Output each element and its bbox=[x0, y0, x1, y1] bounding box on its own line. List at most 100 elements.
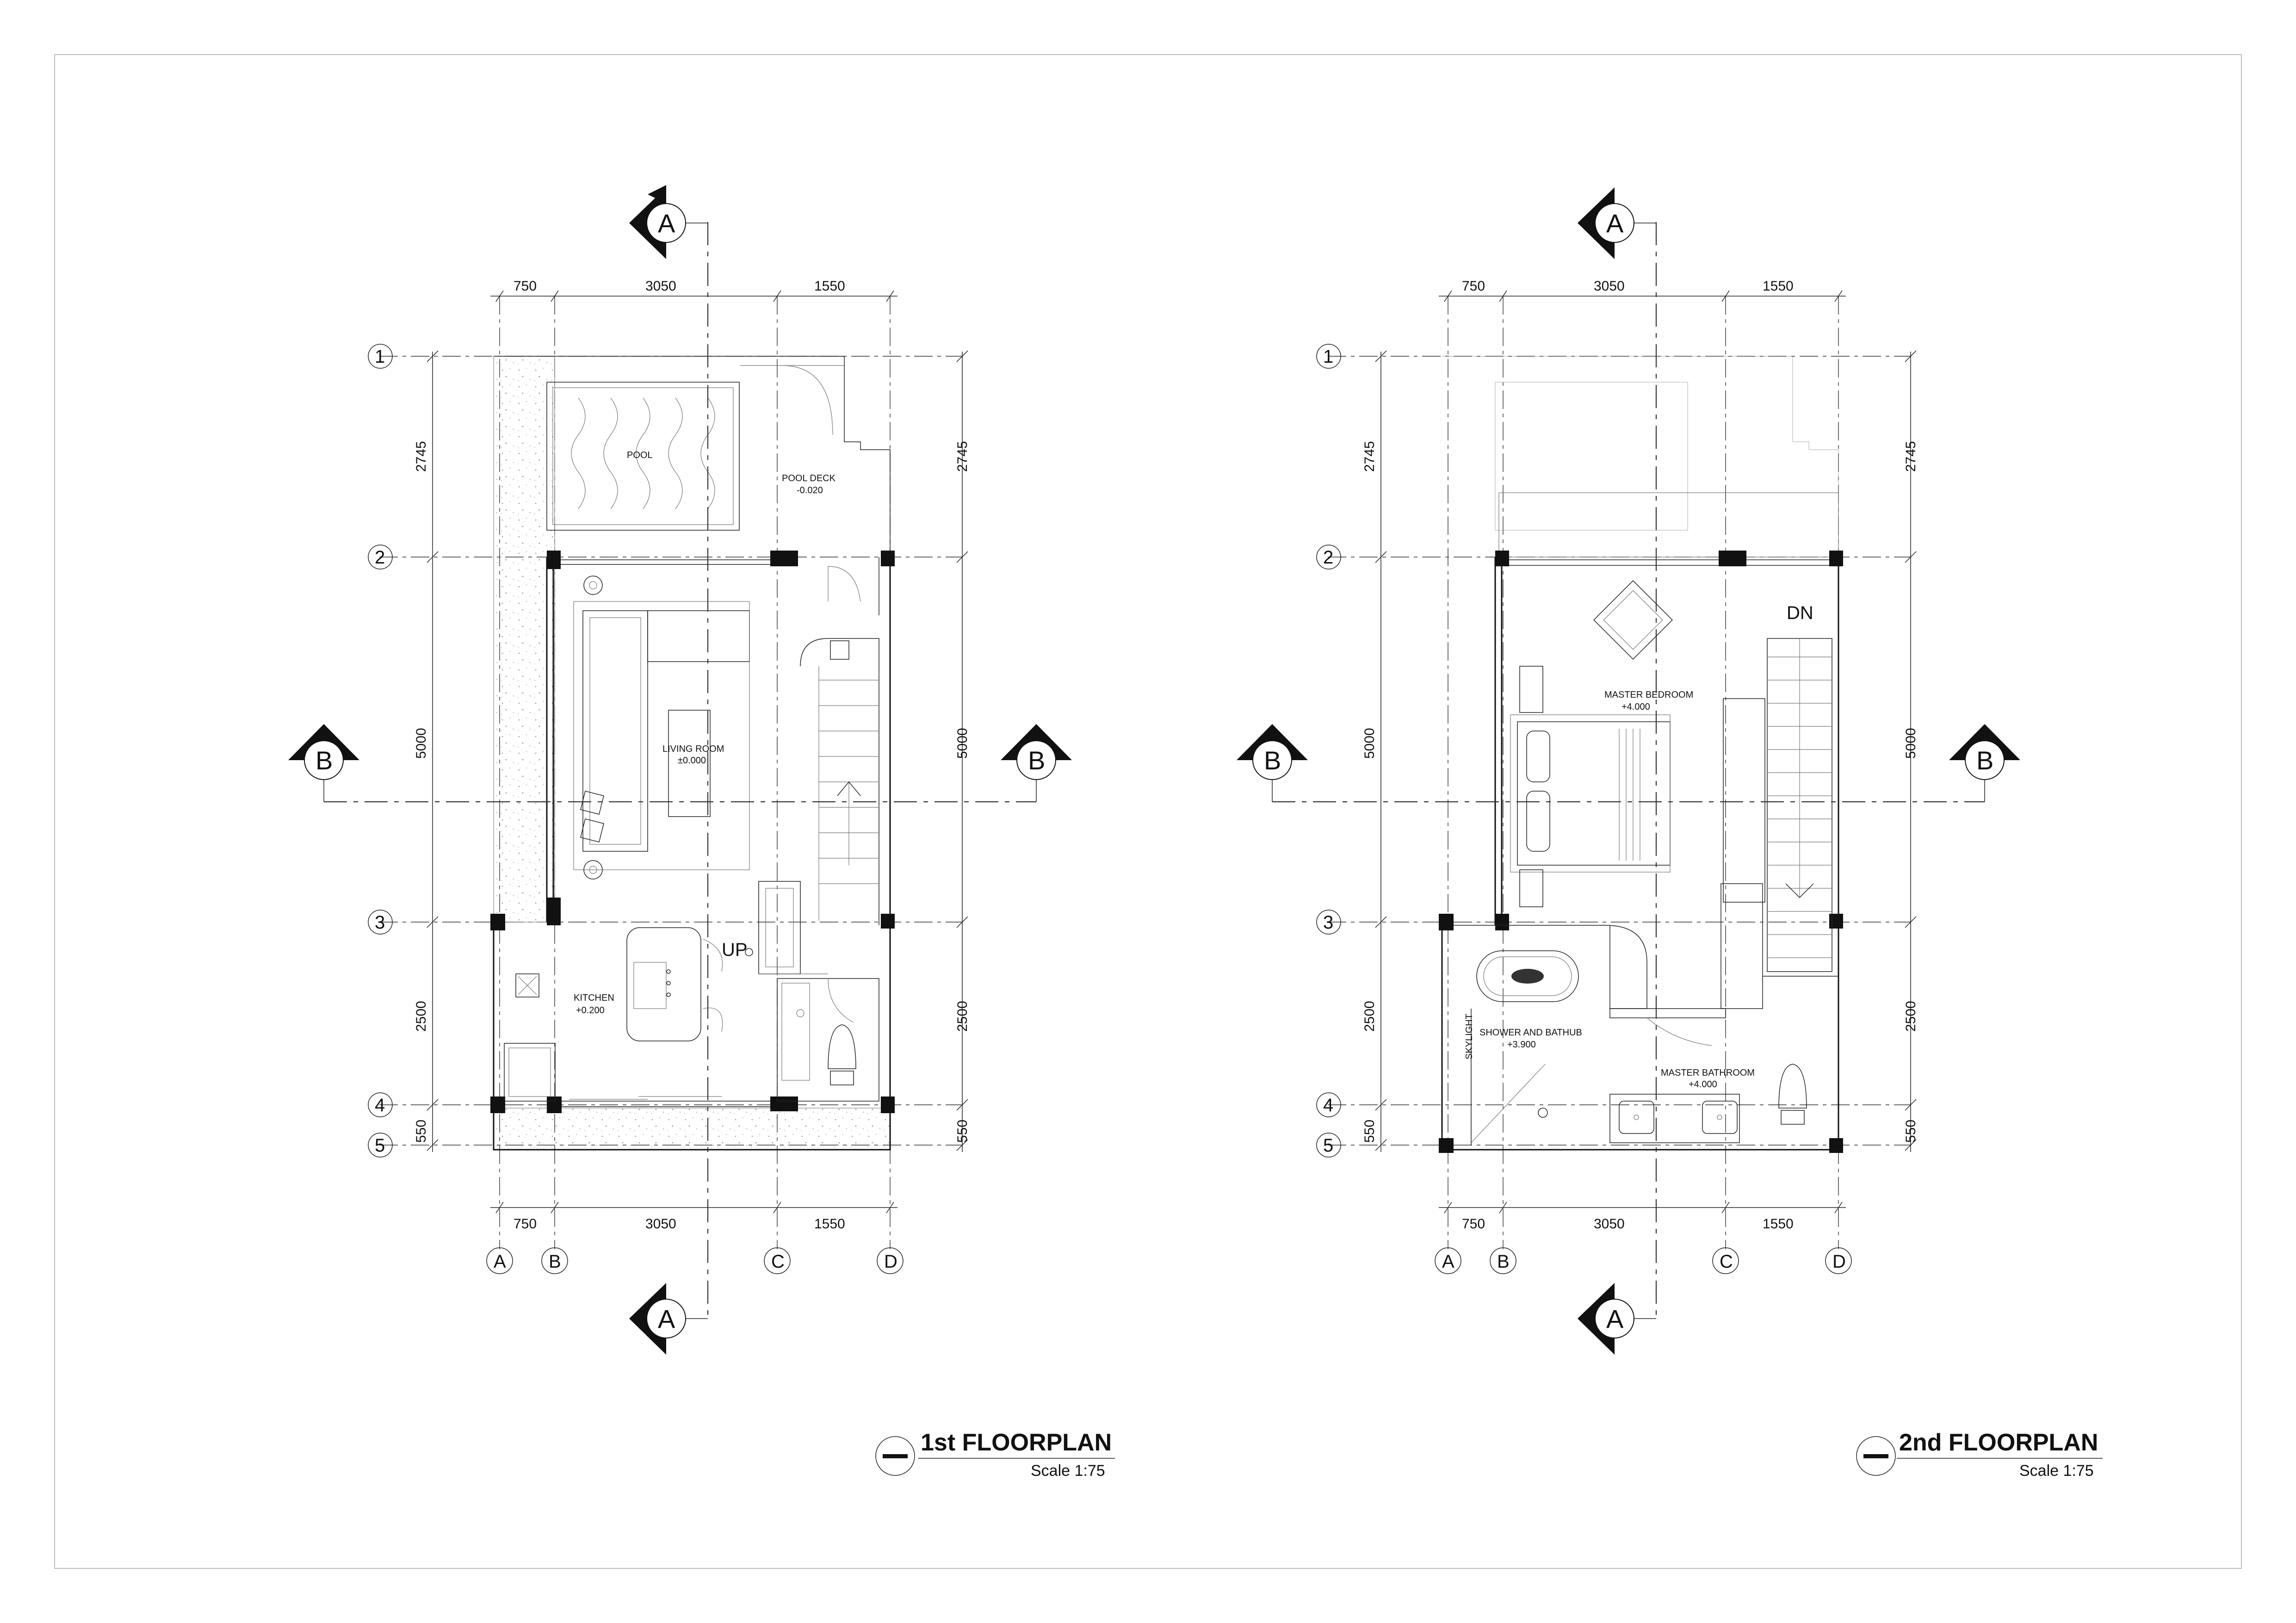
rug bbox=[573, 601, 750, 870]
dimension-chain-right: 2745 5000 2500 550 bbox=[1903, 350, 1918, 1152]
svg-text:2500: 2500 bbox=[414, 1001, 429, 1032]
columns bbox=[1439, 551, 1843, 1153]
room-name-bedroom: MASTER BEDROOM bbox=[1604, 690, 1693, 700]
svg-text:C: C bbox=[1720, 1251, 1733, 1272]
svg-text:5: 5 bbox=[375, 1135, 385, 1156]
svg-text:2: 2 bbox=[1323, 547, 1333, 568]
svg-text:3050: 3050 bbox=[645, 1216, 676, 1232]
svg-text:3050: 3050 bbox=[1594, 279, 1625, 294]
front-terrace-hatch bbox=[493, 1108, 891, 1150]
svg-text:550: 550 bbox=[955, 1120, 970, 1143]
svg-text:B: B bbox=[316, 746, 333, 775]
room-level-pool-deck: -0.020 bbox=[797, 485, 823, 496]
section-marker-a-bottom: A bbox=[1578, 1283, 1656, 1355]
dimension-chain-right: 2745 5000 2500 550 bbox=[955, 350, 970, 1152]
svg-text:A: A bbox=[1606, 209, 1624, 238]
dimension-chain-bottom: 750 3050 1550 bbox=[1439, 1202, 1846, 1232]
grid-lines bbox=[379, 296, 962, 1249]
stair-up-label: UP bbox=[722, 940, 748, 960]
dimension-chain-top: 750 3050 1550 bbox=[1439, 279, 1846, 302]
svg-text:4: 4 bbox=[375, 1095, 385, 1115]
svg-text:550: 550 bbox=[1903, 1120, 1918, 1143]
svg-text:1550: 1550 bbox=[1763, 279, 1794, 294]
svg-text:2500: 2500 bbox=[1362, 1001, 1377, 1032]
row-grid-bubbles: 1 2 3 4 5 bbox=[368, 344, 393, 1158]
dimension-chain-left: 2745 5000 2500 550 bbox=[414, 350, 439, 1152]
column-grid-bubbles: A B C D bbox=[1435, 1247, 1852, 1274]
first-floor-title: 1st FLOORPLAN bbox=[921, 1429, 1112, 1456]
svg-text:3: 3 bbox=[375, 912, 385, 933]
dimension-chain-bottom: 750 3050 1550 bbox=[490, 1202, 897, 1232]
room-level-living: ±0.000 bbox=[678, 756, 706, 766]
svg-text:750: 750 bbox=[1462, 279, 1485, 294]
svg-text:3: 3 bbox=[1323, 912, 1333, 933]
svg-text:750: 750 bbox=[514, 279, 537, 294]
svg-text:D: D bbox=[884, 1251, 897, 1272]
svg-text:B: B bbox=[1028, 746, 1045, 775]
section-marker-a-bottom: A bbox=[629, 1283, 708, 1355]
pool-water bbox=[552, 387, 734, 525]
room-level-bedroom: +4.000 bbox=[1621, 702, 1650, 712]
svg-text:A: A bbox=[658, 209, 675, 238]
bed bbox=[1517, 721, 1671, 866]
svg-text:B: B bbox=[1264, 746, 1281, 775]
room-level-bathroom: +4.000 bbox=[1689, 1079, 1717, 1090]
room-name-kitchen: KITCHEN bbox=[574, 993, 614, 1003]
svg-text:C: C bbox=[771, 1251, 785, 1272]
svg-text:D: D bbox=[1832, 1251, 1846, 1272]
svg-text:2745: 2745 bbox=[414, 441, 429, 472]
svg-text:4: 4 bbox=[1323, 1095, 1333, 1115]
svg-text:3050: 3050 bbox=[1594, 1216, 1625, 1232]
pool-outline bbox=[546, 382, 740, 531]
svg-text:A: A bbox=[1442, 1251, 1454, 1272]
svg-text:B: B bbox=[1497, 1251, 1510, 1272]
columns bbox=[490, 551, 895, 1113]
stair-down-label: DN bbox=[1787, 603, 1813, 623]
armchair bbox=[1593, 580, 1673, 660]
svg-text:A: A bbox=[1606, 1304, 1624, 1333]
section-marker-a-top: A bbox=[629, 185, 708, 259]
sofa-chaise bbox=[647, 610, 750, 662]
skylight-label: SKYLIGHT bbox=[1464, 1014, 1474, 1059]
svg-text:2745: 2745 bbox=[955, 441, 970, 472]
svg-text:1550: 1550 bbox=[814, 279, 845, 294]
dimension-chain-top: 750 3050 1550 bbox=[490, 279, 897, 302]
section-marker-b-right: B bbox=[1949, 724, 2020, 802]
svg-text:B: B bbox=[1976, 746, 1993, 775]
svg-text:5000: 5000 bbox=[414, 728, 429, 759]
svg-text:2745: 2745 bbox=[1362, 441, 1377, 472]
svg-text:1: 1 bbox=[1323, 347, 1333, 367]
svg-text:2500: 2500 bbox=[1903, 1001, 1918, 1032]
svg-text:1550: 1550 bbox=[814, 1216, 845, 1232]
svg-text:3050: 3050 bbox=[645, 279, 676, 294]
sofa bbox=[582, 610, 648, 852]
second-floor-scale: Scale 1:75 bbox=[2019, 1462, 2094, 1480]
svg-text:5000: 5000 bbox=[955, 728, 970, 759]
svg-text:750: 750 bbox=[514, 1216, 537, 1232]
section-marker-b-left: B bbox=[288, 724, 359, 802]
svg-text:2: 2 bbox=[375, 547, 385, 568]
room-level-shower: +3.900 bbox=[1507, 1040, 1536, 1050]
svg-text:2745: 2745 bbox=[1903, 441, 1918, 472]
room-name-pool: POOL bbox=[627, 450, 653, 460]
room-level-kitchen: +0.200 bbox=[576, 1005, 605, 1016]
svg-text:B: B bbox=[549, 1251, 561, 1272]
svg-text:5000: 5000 bbox=[1362, 728, 1377, 759]
section-marker-b-left: B bbox=[1237, 724, 1308, 802]
second-floor-title: 2nd FLOORPLAN bbox=[1899, 1429, 2098, 1456]
bathtub bbox=[1476, 950, 1579, 1002]
coffee-table bbox=[668, 710, 711, 817]
svg-text:A: A bbox=[494, 1251, 506, 1272]
second-floor-plan: DN 750 3050 1550 750 bbox=[1237, 187, 2103, 1480]
column-grid-bubbles: A B C D bbox=[486, 1247, 904, 1274]
section-marker-b-right: B bbox=[1001, 724, 1072, 802]
svg-text:550: 550 bbox=[1362, 1120, 1377, 1143]
first-floor-title-block: 1st FLOORPLAN Scale 1:75 bbox=[875, 1429, 1115, 1480]
svg-text:5000: 5000 bbox=[1903, 728, 1918, 759]
svg-text:5: 5 bbox=[1323, 1135, 1333, 1156]
svg-text:2500: 2500 bbox=[955, 1001, 970, 1032]
section-marker-a-top: A bbox=[1578, 187, 1656, 259]
svg-text:1: 1 bbox=[375, 347, 385, 367]
room-name-bathroom: MASTER BATHROOM bbox=[1661, 1068, 1755, 1078]
